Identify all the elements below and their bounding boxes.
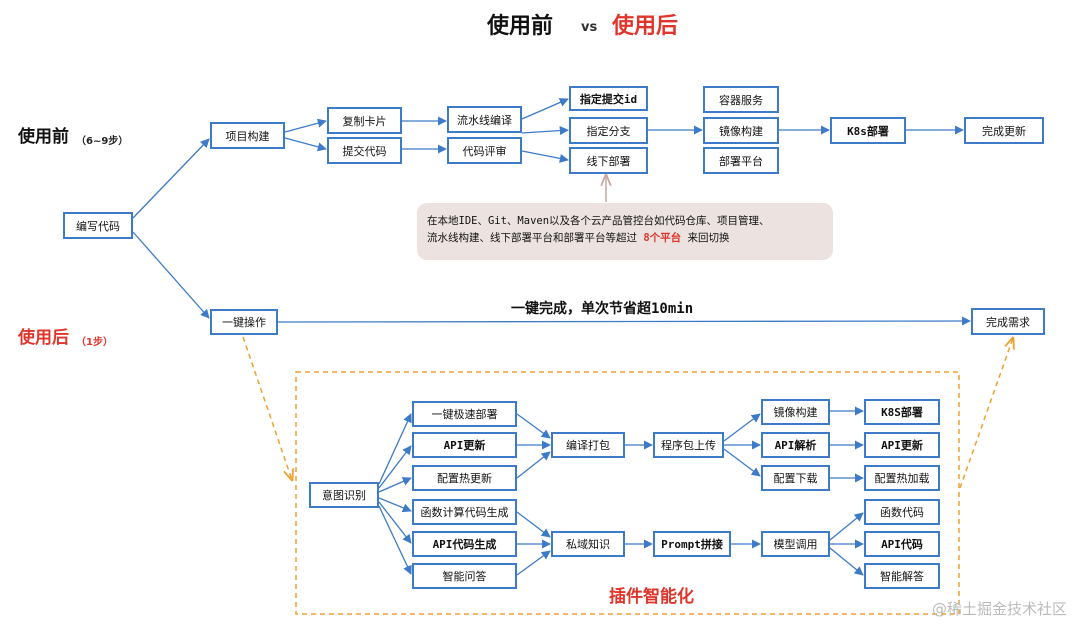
- edge: [723, 448, 761, 477]
- node-container-service: 容器服务: [703, 86, 779, 113]
- node-model-call: 模型调用: [761, 531, 830, 557]
- note-highlight: 8个平台: [643, 232, 682, 244]
- plugin-label: 插件智能化: [609, 587, 694, 607]
- node-api-update-2: API更新: [864, 432, 940, 458]
- node-pipeline-compile: 流水线编译: [447, 106, 522, 133]
- dashed-arrow-in: [242, 336, 292, 480]
- node-image-build-2: 镜像构建: [761, 399, 830, 425]
- plugin-frame: [295, 371, 960, 615]
- node-write-code: 编写代码: [63, 212, 133, 239]
- node-api-code-gen: API代码生成: [412, 531, 517, 557]
- header-before: 使用前: [487, 14, 554, 39]
- before-steps: （6~9步）: [76, 136, 129, 147]
- node-k8s-deploy-2: K8S部署: [864, 399, 940, 425]
- node-fast-deploy: 一键极速部署: [412, 401, 517, 427]
- header-after: 使用后: [612, 14, 679, 39]
- note-line-1: 在本地IDE、Git、Maven以及各个云产品管控台如代码仓库、项目管理、: [427, 215, 770, 227]
- edge: [516, 550, 551, 576]
- node-intent: 意图识别: [309, 482, 379, 508]
- node-private-knowledge: 私域知识: [551, 531, 625, 557]
- after-steps: （1步）: [76, 337, 113, 348]
- edge: [378, 497, 412, 513]
- edge: [516, 451, 551, 479]
- node-image-build: 镜像构建: [703, 117, 779, 144]
- edge: [132, 138, 210, 219]
- node-offline-deploy: 线下部署: [569, 147, 648, 174]
- edge: [378, 501, 412, 544]
- node-compile-pack: 编译打包: [551, 432, 625, 458]
- before-label: 使用前: [18, 127, 69, 147]
- edge: [829, 547, 864, 576]
- node-api-update: API更新: [412, 432, 517, 458]
- header-vs: vs: [581, 20, 598, 35]
- node-specify-branch: 指定分支: [569, 117, 648, 144]
- node-k8s-deploy: K8s部署: [830, 117, 906, 144]
- node-deploy-platform: 部署平台: [703, 147, 779, 174]
- node-one-click: 一键操作: [210, 309, 278, 335]
- node-complete-req: 完成需求: [971, 308, 1045, 335]
- edge: [516, 413, 551, 439]
- node-config-hot-update: 配置热更新: [412, 465, 517, 491]
- edge: [829, 512, 864, 541]
- note-line-2: 流水线构建、线下部署平台和部署平台等超过 8个平台 来回切换: [427, 232, 730, 244]
- node-complete-update: 完成更新: [964, 117, 1044, 144]
- node-smart-qa: 智能问答: [412, 563, 517, 589]
- edge: [378, 445, 412, 489]
- edge: [378, 413, 412, 485]
- node-code-review: 代码评审: [447, 137, 522, 164]
- edge: [521, 150, 569, 163]
- node-submit-code: 提交代码: [327, 137, 402, 164]
- edge: [277, 316, 971, 326]
- edge: [378, 505, 412, 575]
- dashed-arrow-out: [959, 338, 1013, 489]
- edge: [378, 477, 412, 493]
- node-copy-card: 复制卡片: [327, 107, 402, 134]
- edge: [284, 137, 327, 152]
- node-prompt-concat: Prompt拼接: [653, 531, 731, 557]
- node-upload-pkg: 程序包上传: [653, 432, 724, 458]
- node-config-download: 配置下载: [761, 465, 830, 491]
- node-api-parse: API解析: [761, 432, 830, 458]
- edge: [516, 511, 551, 538]
- node-api-code: API代码: [864, 531, 940, 557]
- watermark: @稀土掘金技术社区: [932, 600, 1068, 618]
- after-label: 使用后: [18, 328, 69, 348]
- node-config-hot-load: 配置热加载: [864, 465, 940, 491]
- node-func-code: 函数代码: [864, 499, 940, 525]
- edge: [723, 413, 761, 442]
- node-smart-answer: 智能解答: [864, 563, 940, 589]
- edge: [521, 98, 569, 120]
- edge: [284, 118, 327, 133]
- platform-switch-note: 在本地IDE、Git、Maven以及各个云产品管控台如代码仓库、项目管理、 流水…: [417, 203, 833, 260]
- node-func-code-gen: 函数计算代码生成: [412, 499, 517, 525]
- node-specify-commit: 指定提交id: [569, 86, 648, 111]
- one-click-caption: 一键完成，单次节省超10min: [511, 301, 694, 317]
- edge: [132, 231, 210, 319]
- edge: [521, 125, 569, 136]
- node-project-build: 项目构建: [210, 122, 285, 149]
